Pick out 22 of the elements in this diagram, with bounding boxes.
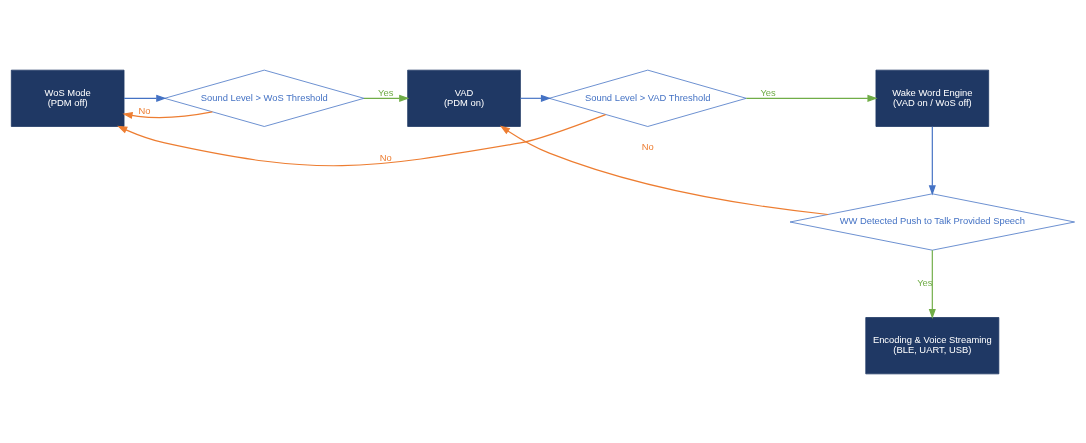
arrow bbox=[363, 94, 410, 102]
node-box: Encoding & Voice Streaming (BLE, UART, USB) bbox=[865, 316, 1000, 374]
edge-label: No bbox=[138, 104, 151, 116]
edge-label: Yes bbox=[378, 86, 394, 98]
arrow bbox=[117, 113, 607, 166]
arrow bbox=[499, 125, 829, 215]
arrow bbox=[123, 94, 167, 102]
node-box: VAD (PDM on) bbox=[407, 69, 521, 127]
arrow bbox=[928, 249, 936, 319]
arrow bbox=[745, 94, 878, 102]
node-diamond: WW Detected Push to Talk Provided Speech bbox=[789, 192, 1075, 251]
edge-label: No bbox=[379, 151, 392, 163]
edge-label: Yes bbox=[760, 86, 776, 98]
node-box: Wake Word Engine (VAD on / WoS off) bbox=[875, 69, 990, 127]
edge-label: No bbox=[641, 140, 654, 152]
edge-label: Yes bbox=[917, 276, 933, 288]
arrow bbox=[928, 125, 936, 195]
arrow bbox=[519, 94, 552, 102]
node-diamond: Sound Level > VAD Threshold bbox=[548, 69, 747, 127]
arrow bbox=[122, 110, 213, 119]
node-box: WoS Mode (PDM off) bbox=[10, 69, 125, 127]
node-diamond: Sound Level > WoS Threshold bbox=[164, 69, 365, 127]
